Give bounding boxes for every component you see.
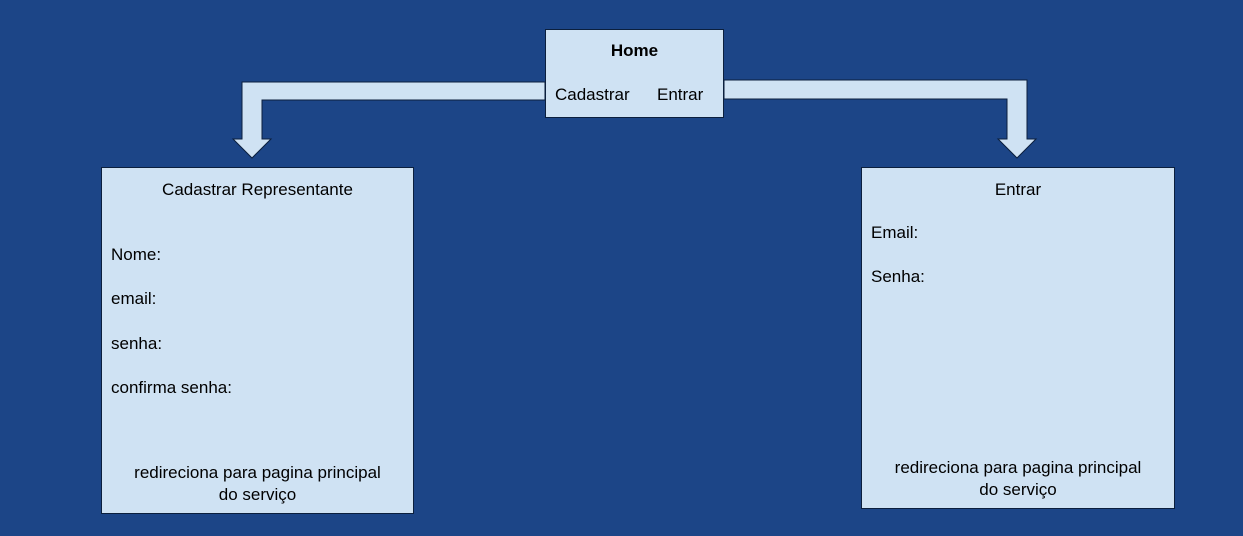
cadastrar-footer-note: redireciona para pagina principal do ser… — [102, 462, 413, 506]
field-email-label: Email: — [871, 223, 919, 242]
entrar-footer-line2: do serviço — [979, 480, 1057, 499]
cadastrar-title: Cadastrar Representante — [162, 180, 353, 199]
arrow-home-to-cadastrar — [231, 81, 546, 159]
entrar-footer-line1: redireciona para pagina principal — [894, 458, 1142, 477]
cadastrar-footer-line1: redireciona para pagina principal — [134, 463, 381, 482]
entrar-title: Entrar — [994, 180, 1042, 199]
home-title: Home — [610, 41, 659, 60]
home-screen-box: Home Cadastrar Entrar — [545, 29, 724, 118]
arrow-home-to-entrar — [723, 79, 1038, 159]
entrar-box: Entrar Email: Senha: redireciona para pa… — [861, 167, 1175, 509]
cadastrar-representante-box: Cadastrar Representante Nome: email: sen… — [101, 167, 414, 514]
home-entrar-link[interactable]: Entrar — [657, 85, 704, 104]
field-senha-label: senha: — [111, 334, 163, 353]
field-email-label: email: — [111, 289, 157, 308]
field-confirma-senha-label: confirma senha: — [111, 378, 232, 397]
cadastrar-footer-line2: do serviço — [218, 485, 297, 504]
field-nome-label: Nome: — [111, 245, 162, 264]
home-cadastrar-link[interactable]: Cadastrar — [555, 85, 630, 104]
field-senha-label: Senha: — [871, 267, 925, 286]
entrar-footer-note: redireciona para pagina principal do ser… — [862, 457, 1174, 501]
